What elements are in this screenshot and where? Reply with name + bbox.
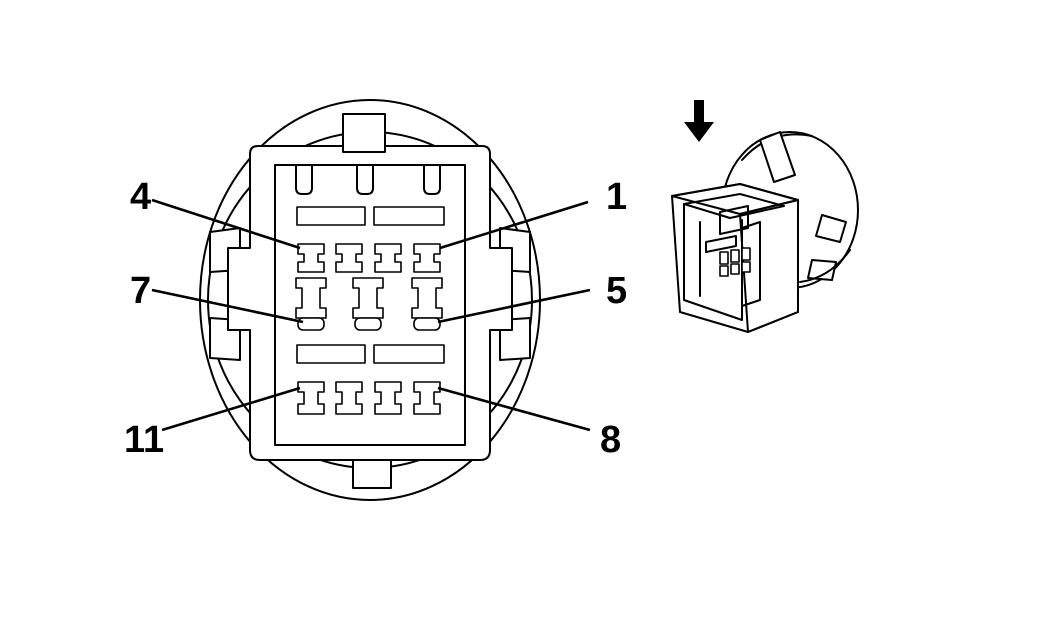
leader-1 — [439, 200, 589, 250]
key-bar-top-left — [296, 206, 366, 226]
terminal-row-middle — [295, 277, 443, 331]
terminal-6-lock — [354, 317, 382, 331]
terminal-4 — [297, 243, 325, 273]
terminal-5 — [411, 277, 443, 319]
leader-5 — [437, 288, 591, 324]
connector-front-view: 4 1 7 5 11 8 — [124, 99, 627, 501]
terminal-3 — [335, 243, 363, 273]
pin-label-11: 11 — [124, 419, 164, 461]
terminal-7-lock — [297, 317, 325, 331]
terminal-1 — [413, 243, 441, 273]
rear-clip-lower — [807, 259, 837, 281]
inner-key — [719, 205, 749, 235]
pin-label-5: 5 — [606, 270, 627, 312]
housing-side-ridge — [741, 221, 761, 307]
rear-lower-edge — [799, 249, 851, 283]
rear-clip-upper — [815, 214, 847, 243]
housing-opening — [683, 193, 785, 219]
leader-4 — [151, 198, 301, 250]
inner-terminals — [719, 247, 751, 277]
terminal-5-lock — [413, 317, 441, 331]
terminal-10 — [335, 381, 363, 415]
pin-label-4: 4 — [130, 176, 151, 218]
top-latch-tab — [342, 113, 386, 153]
notch-1 — [295, 164, 313, 195]
leader-8 — [437, 386, 591, 432]
inner-ledge — [705, 235, 737, 253]
notch-2 — [356, 164, 374, 195]
bottom-latch-tab — [352, 459, 392, 489]
pin-label-1: 1 — [606, 176, 627, 218]
inner-cavity — [274, 164, 466, 446]
terminal-2 — [374, 243, 402, 273]
terminal-6 — [352, 277, 384, 319]
pin-label-8: 8 — [600, 419, 621, 461]
key-bar-bottom-right — [373, 344, 445, 364]
terminal-row-top — [297, 243, 441, 273]
notch-3 — [423, 164, 441, 195]
terminal-8 — [413, 381, 441, 415]
key-bar-bottom-left — [296, 344, 366, 364]
leader-11 — [161, 386, 301, 432]
down-arrow-icon — [684, 100, 714, 142]
terminal-row-bottom — [297, 381, 441, 415]
key-bar-top-right — [373, 206, 445, 226]
terminal-11 — [297, 381, 325, 415]
leader-7 — [151, 288, 304, 324]
terminal-7 — [295, 277, 327, 319]
connector-perspective-view — [671, 100, 859, 333]
rear-latch — [759, 131, 796, 183]
pin-label-7: 7 — [130, 270, 151, 312]
terminal-9 — [374, 381, 402, 415]
